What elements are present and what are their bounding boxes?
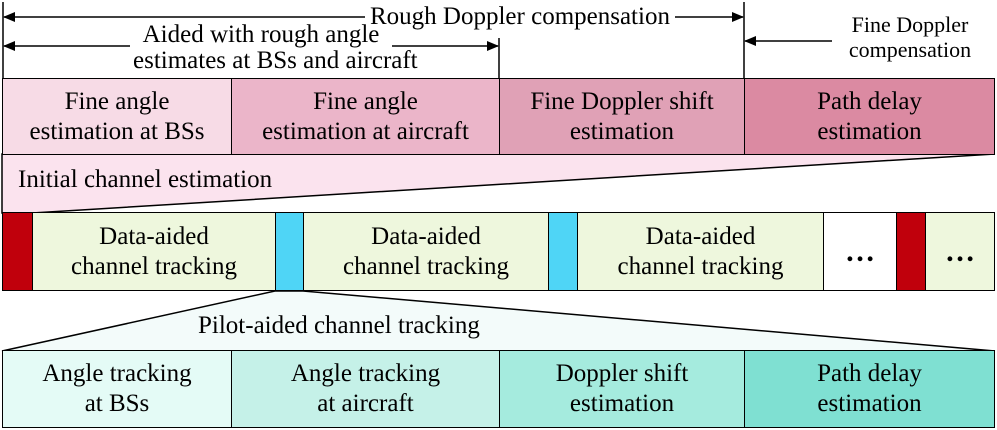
block-text-line2: estimation [817, 117, 922, 145]
pilot-block-angle-aircraft: Angle tracking at aircraft [231, 350, 500, 428]
block-text-line2: estimation [569, 117, 675, 145]
initial-pilot-slot-2 [896, 212, 926, 291]
block-text-line2: channel tracking [617, 252, 784, 280]
initial-stage-label: Initial channel estimation [18, 166, 273, 193]
aided-label: Aided with rough angle estimates at BSs … [133, 21, 418, 74]
rough-doppler-label: Rough Doppler compensation [370, 3, 670, 30]
initial-block-path-delay: Path delay estimation [744, 78, 995, 155]
initial-block-fine-angle-bs: Fine angle estimation at BSs [2, 78, 232, 155]
ellipsis-block-white: … [823, 212, 897, 291]
block-text-line2: estimation [569, 390, 675, 417]
block-text-line1: Path delay [817, 87, 922, 115]
block-text-line2: estimation at aircraft [262, 117, 469, 145]
block-text-line1: Fine angle [64, 87, 170, 115]
block-text-line1: Fine Doppler shift [530, 87, 714, 115]
ellipsis-text: … [845, 234, 875, 268]
tracking-pilot-slot-1 [275, 212, 304, 291]
fine-doppler-comp-line1: Fine Doppler [851, 12, 969, 37]
block-text-line2: channel tracking [343, 252, 509, 280]
aided-label-line2: estimates at BSs and aircraft [133, 47, 418, 74]
aided-label-line1: Aided with rough angle [142, 21, 380, 48]
initial-block-fine-angle-aircraft: Fine angle estimation at aircraft [231, 78, 500, 155]
pilot-fan [1, 290, 996, 352]
ellipsis-text: … [945, 234, 975, 268]
data-tracking-block-2: Data-aided channel tracking [303, 212, 549, 291]
tracking-pilot-slot-2 [548, 212, 578, 291]
block-text-line2: estimation [817, 390, 922, 417]
initial-block-fine-doppler: Fine Doppler shift estimation [499, 78, 745, 155]
pilot-block-path-delay: Path delay estimation [744, 350, 995, 428]
ellipsis-block-green: … [925, 212, 995, 291]
block-text-line2: at aircraft [317, 390, 414, 417]
data-tracking-block-1: Data-aided channel tracking [32, 212, 276, 291]
fine-doppler-comp-label: Fine Doppler compensation [835, 12, 985, 62]
pilot-block-doppler: Doppler shift estimation [499, 350, 745, 428]
block-text-line1: Path delay [817, 360, 922, 387]
block-text-line1: Fine angle [313, 87, 418, 115]
fine-doppler-comp-line2: compensation [848, 37, 972, 62]
block-text-line1: Angle tracking [42, 360, 192, 387]
block-text-line1: Data-aided [371, 222, 481, 250]
block-text-line1: Data-aided [99, 222, 209, 250]
block-text-line1: Data-aided [645, 222, 756, 250]
initial-pilot-slot [2, 212, 33, 291]
pilot-block-angle-bs: Angle tracking at BSs [2, 350, 232, 428]
block-text-line2: estimation at BSs [29, 117, 205, 145]
block-text-line2: at BSs [84, 390, 150, 417]
data-tracking-block-3: Data-aided channel tracking [577, 212, 824, 291]
pilot-stage-label: Pilot-aided channel tracking [198, 312, 480, 339]
block-text-line1: Doppler shift [555, 360, 689, 387]
block-text-line2: channel tracking [71, 252, 237, 280]
block-text-line1: Angle tracking [290, 360, 441, 387]
